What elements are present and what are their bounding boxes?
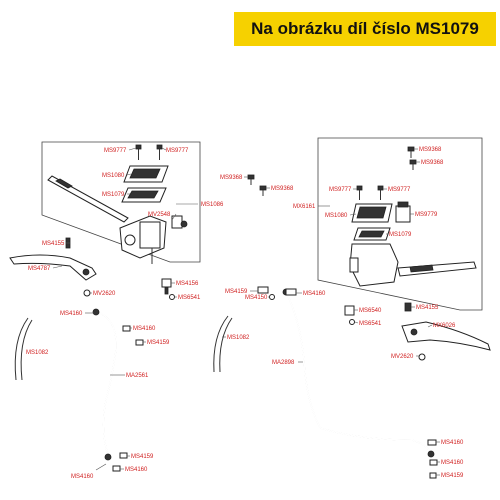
callout-ms4159-left-1: MS4159 <box>147 340 170 346</box>
callout-ms4160-right-3: MS4160 <box>441 460 464 466</box>
callout-ms9777-left-2: MS9777 <box>166 148 189 154</box>
callout-ms9368-right-4: MS9368 <box>271 186 294 192</box>
right-master-cylinder <box>349 243 477 287</box>
right-diaphragm <box>353 227 391 241</box>
callout-ms9777-right-2: MS9777 <box>388 187 411 193</box>
callout-ms4159-right-1: MS4159 <box>225 289 248 295</box>
right-outer-screw-1 <box>247 174 255 185</box>
right-cover-screw-1 <box>356 185 363 200</box>
left-hose-fitting-upper <box>122 325 144 346</box>
callout-ma2561: MA2561 <box>126 373 149 379</box>
callout-ms4155-left: MS4155 <box>42 241 65 247</box>
right-brake-hose <box>282 288 435 458</box>
callout-ms4160-right-2: MS4160 <box>441 440 464 446</box>
callout-ms9368-right-3: MS9368 <box>220 175 243 181</box>
left-hose-fitting-lower <box>112 452 128 472</box>
callout-mx6161: MX6161 <box>293 204 316 210</box>
left-group-frame <box>41 141 201 263</box>
left-diaphragm <box>121 187 167 203</box>
callout-ms1080-left: MS1080 <box>102 173 125 179</box>
callout-mx6026: MX6026 <box>433 323 456 329</box>
left-cover-screw-2 <box>156 144 163 160</box>
right-group-frame <box>317 137 483 311</box>
left-washer <box>169 294 175 300</box>
callout-ms1082-right: MS1082 <box>227 335 250 341</box>
callout-ms4159-left-2: MS4159 <box>131 454 154 460</box>
callout-ms4160-left-1: MS4160 <box>60 311 83 317</box>
callout-ms4159-right-2: MS4159 <box>441 473 464 479</box>
callout-ms6540: MS6540 <box>359 308 382 314</box>
right-lever-pivot-screw <box>404 302 412 312</box>
left-brake-lever <box>9 254 97 281</box>
right-hose-fitting-lower <box>427 439 438 479</box>
callout-ms1079-left: MS1079 <box>102 192 125 198</box>
callout-mv2620-left: MV2620 <box>93 291 116 297</box>
callout-ms9779: MS9779 <box>415 212 438 218</box>
callout-ms1080-right: MS1080 <box>325 213 348 219</box>
right-lever-nut <box>418 353 426 361</box>
right-screw-2 <box>409 159 417 170</box>
left-brake-switch <box>171 215 188 229</box>
callout-ms4156: MS4156 <box>176 281 199 287</box>
callout-ms9368-right-1: MS9368 <box>419 147 442 153</box>
right-banjo-bolt <box>344 305 355 325</box>
right-hose-fitting-top <box>285 288 297 296</box>
right-cover-screw-2 <box>377 185 384 200</box>
right-brake-lever <box>401 321 491 351</box>
callout-ms9368-right-2: MS9368 <box>421 160 444 166</box>
right-cap <box>395 201 411 223</box>
right-outer-screw-2 <box>259 185 267 196</box>
right-screw-1 <box>407 146 415 158</box>
callout-ma2898: MA2898 <box>272 360 295 366</box>
callout-ms9777-left-1: MS9777 <box>104 148 127 154</box>
right-hose-bolt <box>257 286 275 300</box>
callout-ms1082-left: MS1082 <box>26 350 49 356</box>
right-reservoir-cover <box>351 203 393 223</box>
callout-ms1079-right: MS1079 <box>389 232 412 238</box>
title-banner: Na obrázku díl číslo MS1079 <box>234 12 496 46</box>
left-master-cylinder <box>47 175 167 264</box>
callout-mv2620-right: MV2620 <box>391 354 414 360</box>
callout-ms4155-right: MS4155 <box>416 305 439 311</box>
title-text: Na obrázku díl číslo MS1079 <box>251 19 479 38</box>
left-banjo-bolt <box>161 278 172 295</box>
right-switch-cable <box>213 315 233 373</box>
callout-ms4160-left-3: MS4160 <box>125 467 148 473</box>
callout-ms4160-right-1: MS4160 <box>303 291 326 297</box>
callout-ms4787: MS4787 <box>28 266 51 272</box>
callout-ms4160-left-4: MS4160 <box>71 474 94 480</box>
left-cover-screw-1 <box>135 144 142 160</box>
callout-ms4150: MS4150 <box>245 295 268 301</box>
callout-ms6541-right: MS6541 <box>359 321 382 327</box>
left-reservoir-cover <box>123 165 169 183</box>
callout-mv2548: MV2548 <box>148 212 171 218</box>
callout-ms4160-left-2: MS4160 <box>133 326 156 332</box>
callout-ms1086: MS1086 <box>201 202 224 208</box>
left-brake-hose <box>92 308 117 461</box>
callout-ms9777-right-1: MS9777 <box>329 187 352 193</box>
callout-ms6541-left: MS6541 <box>178 295 201 301</box>
left-switch-cable <box>14 317 33 381</box>
